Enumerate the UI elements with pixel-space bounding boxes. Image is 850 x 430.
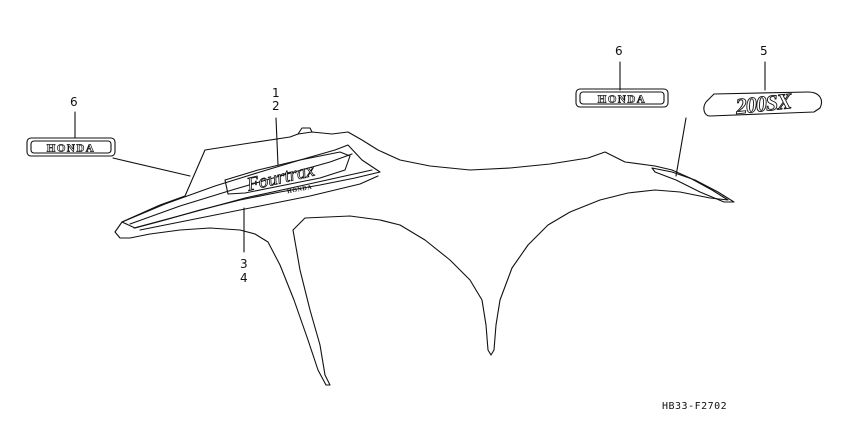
honda-emblem-right-plate	[575, 88, 669, 108]
callout-6-right: 6	[615, 44, 623, 58]
honda-small-text: HONDA	[287, 185, 313, 196]
callout-3: 3	[240, 257, 248, 271]
honda-emblem-left-inner	[30, 140, 112, 154]
leader-rear	[675, 117, 687, 177]
callout-4: 4	[240, 271, 248, 285]
stripe-line-2	[133, 169, 373, 229]
leader-6-left	[112, 157, 191, 177]
fourtrax-badge-frame	[224, 151, 351, 195]
model-emblem-plate	[703, 91, 823, 117]
callout-2: 2	[272, 99, 280, 113]
honda-emblem-right-text: HONDA	[598, 94, 646, 106]
honda-emblem-right-inner	[579, 91, 665, 105]
fender-outline	[114, 131, 729, 386]
honda-emblem-left-text: HONDA	[47, 143, 95, 155]
model-emblem-text: 200SX	[734, 88, 795, 119]
fender-tab	[297, 127, 313, 135]
callout-5: 5	[760, 44, 768, 58]
leader-1-2	[275, 117, 279, 166]
rear-side-decal	[651, 167, 735, 203]
stripe-line-3	[139, 175, 379, 231]
figure-code: HB33-F2702	[662, 401, 728, 412]
callout-1: 1	[272, 86, 280, 100]
honda-emblem-left-plate	[26, 137, 116, 157]
stripe-line-1	[129, 153, 353, 225]
callout-6-left: 6	[70, 95, 78, 109]
